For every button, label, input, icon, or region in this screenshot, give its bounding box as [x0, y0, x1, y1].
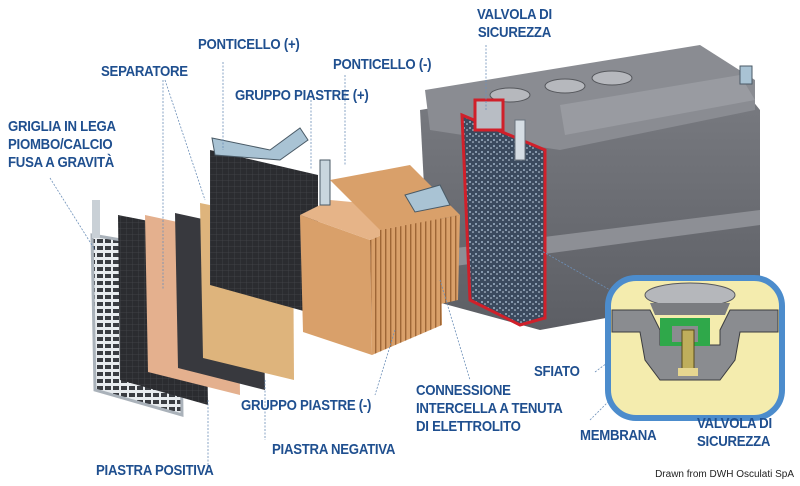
label-ponticello-pos: PONTICELLO (+)	[198, 36, 300, 53]
label-piastra-negativa: PIASTRA NEGATIVA	[272, 441, 396, 458]
plate-group-back	[330, 165, 460, 318]
positive-plate-group	[210, 127, 318, 315]
label-valvola-inset: VALVOLA DI SICUREZZA	[697, 415, 772, 451]
label-valvola-inset-line1: VALVOLA DI	[697, 415, 772, 432]
label-valvola-top-line1: VALVOLA DI	[477, 6, 552, 23]
credit-text: Drawn from DWH Osculati SpA	[655, 469, 794, 480]
label-griglia-line1: GRIGLIA IN LEGA	[8, 118, 116, 135]
label-sfiato: SFIATO	[534, 363, 580, 380]
label-gruppo-piastre-pos: GRUPPO PIASTRE (+)	[235, 87, 369, 104]
battery-cutaway	[460, 98, 547, 327]
label-gruppo-piastre-neg: GRUPPO PIASTRE (-)	[241, 397, 372, 414]
label-valvola-top-line2: SICUREZZA	[477, 24, 552, 41]
label-connessione-line1: CONNESSIONE	[416, 382, 511, 399]
grid-lug	[92, 200, 100, 238]
label-valvola-top: VALVOLA DI SICUREZZA	[477, 6, 552, 42]
label-griglia: GRIGLIA IN LEGA PIOMBO/CALCIO FUSA A GRA…	[8, 118, 116, 172]
label-connessione-line2: INTERCELLA A TENUTA	[416, 400, 563, 417]
label-valvola-inset-line2: SICUREZZA	[697, 433, 771, 450]
label-griglia-line2: PIOMBO/CALCIO	[8, 136, 113, 153]
label-ponticello-neg: PONTICELLO (-)	[333, 56, 432, 73]
label-connessione-line3: DI ELETTROLITO	[416, 418, 521, 435]
valve-inset	[605, 275, 785, 421]
label-separatore: SEPARATORE	[101, 63, 188, 80]
label-piastra-positiva: PIASTRA POSITIVA	[96, 462, 214, 479]
label-connessione: CONNESSIONE INTERCELLA A TENUTA DI ELETT…	[416, 382, 563, 436]
label-griglia-line3: FUSA A GRAVITÀ	[8, 154, 115, 171]
label-membrana: MEMBRANA	[580, 427, 657, 444]
